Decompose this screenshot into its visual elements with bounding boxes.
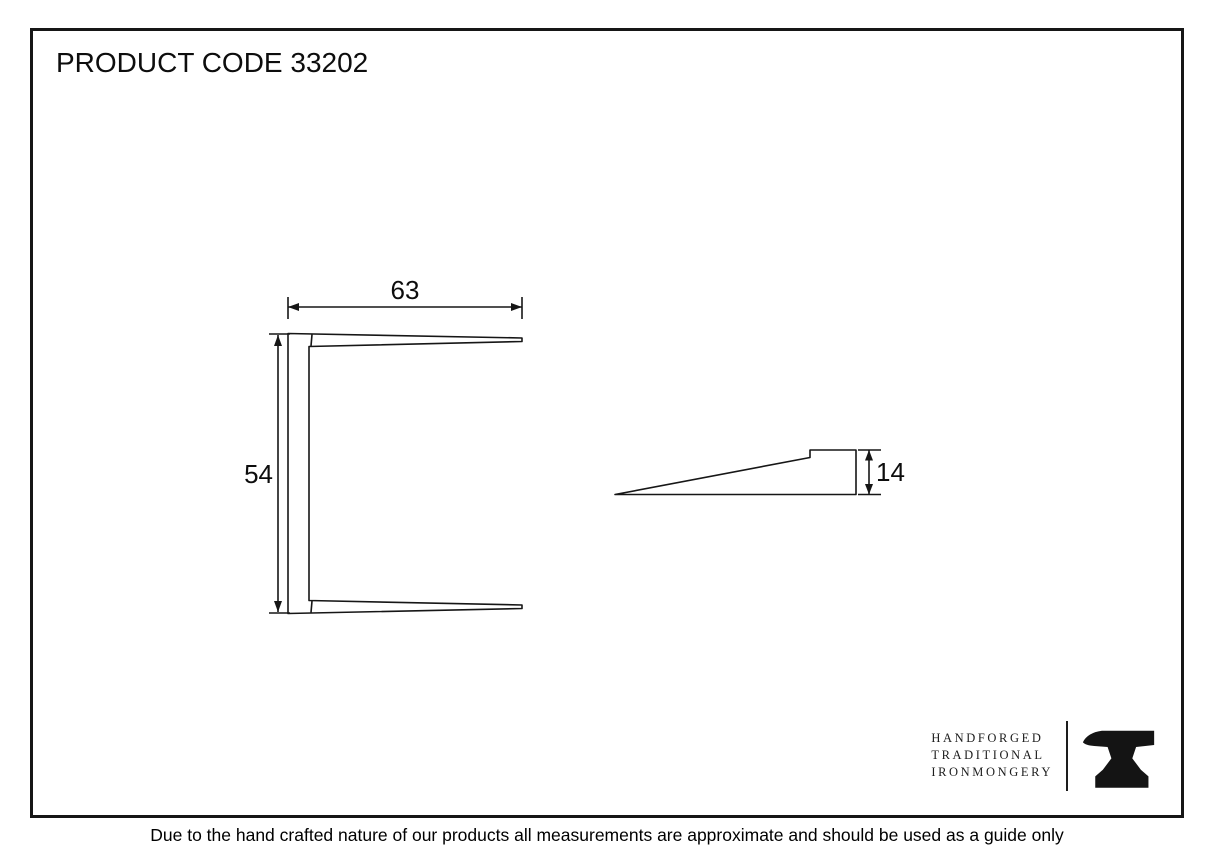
staple-joint-line-bottom: [310, 600, 313, 613]
anvil-icon: [1082, 730, 1155, 788]
arrowhead-right: [511, 303, 522, 311]
arrowhead-down: [274, 601, 282, 612]
thickness-dimension: 14: [858, 449, 905, 496]
staple-side-profile: [614, 449, 857, 496]
logo-divider: [1066, 720, 1068, 791]
brand-logo-text: HANDFORGED TRADITIONAL IRONMONGERY: [931, 730, 1053, 781]
product-code: PRODUCT CODE 33202: [56, 47, 369, 78]
disclaimer-text: Due to the hand crafted nature of our pr…: [150, 825, 1064, 845]
technical-drawing: 63 54 14: [244, 275, 905, 615]
side-profile-outline: [614, 449, 857, 496]
height-dimension: 54: [244, 333, 290, 614]
brand-logo: HANDFORGED TRADITIONAL IRONMONGERY: [931, 720, 1157, 791]
arrowhead-up: [274, 335, 282, 346]
arrowhead-left: [288, 303, 299, 311]
staple-joint-line-top: [310, 334, 313, 347]
width-dimension-label: 63: [391, 275, 420, 305]
logo-text-line3: IRONMONGERY: [931, 765, 1053, 779]
height-dimension-label: 54: [244, 459, 273, 489]
arrowhead-up: [865, 450, 873, 461]
logo-text-line2: TRADITIONAL: [931, 748, 1045, 762]
thickness-dimension-label: 14: [876, 457, 905, 487]
staple-outline: [287, 332, 523, 615]
border-frame: PRODUCT CODE 33202 63: [30, 28, 1184, 818]
logo-text-line1: HANDFORGED: [931, 731, 1044, 745]
arrowhead-down: [865, 484, 873, 495]
width-dimension: 63: [287, 275, 523, 319]
staple-front-view: [287, 332, 523, 615]
